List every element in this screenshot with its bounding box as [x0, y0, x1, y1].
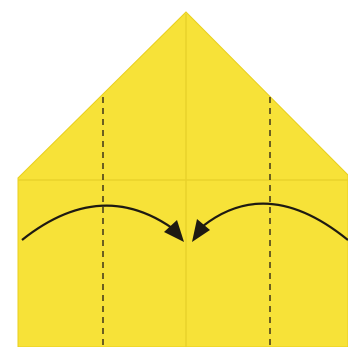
origami-diagram	[0, 0, 348, 347]
